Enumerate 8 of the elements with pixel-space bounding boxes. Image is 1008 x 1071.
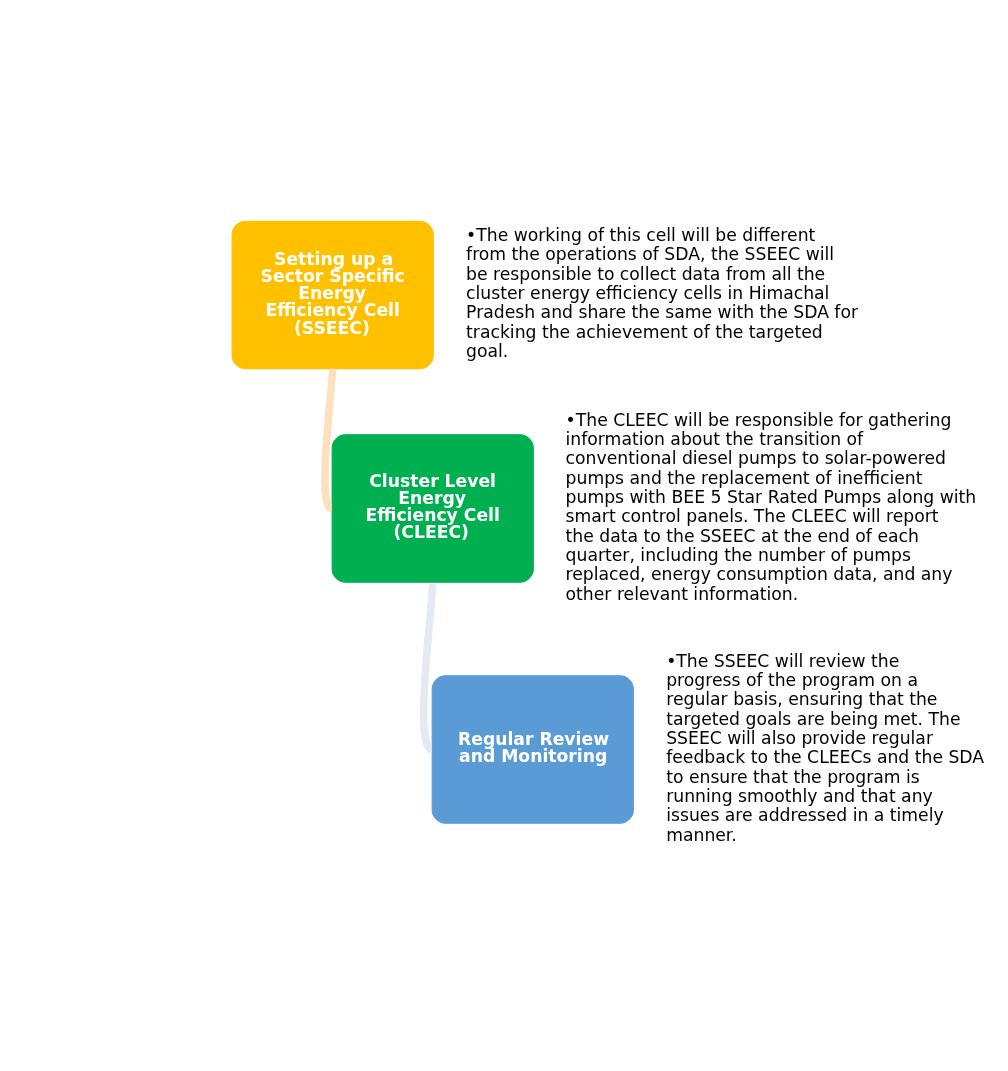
node-box: Regular Review and Monitoring: [431, 674, 634, 824]
node-label: •The SSEEC will review the progress of the program on a regular basis, ensuring that the targeted goals are being met. The SSEEC will also provide regular feedback to the CLEECs and the SDA to ensure that the program is running smoothly and that any issues are addressed in a timely manner.: [666, 650, 985, 845]
node-label: •The working of this cell will be different from the operations of SDA, the SSEEC will be responsible to collect data from all the cluster energy efficiency cells in Himachal Pradesh and share the same with the SDA for tracking the achievement of the targeted goal.: [466, 224, 859, 361]
connector: [420, 583, 437, 753]
node-box: Setting up a Sector Specific Energy Efficiency Cell (SSEEC): [231, 220, 434, 369]
node-box: Cluster Level Energy Efficiency Cell (CLEEC): [331, 433, 534, 583]
node-label: •The CLEEC will be responsible for gathering information about the transition of conventional diesel pumps to solar-powered pumps and the replacement of inefficient pumps with BEE 5 Star Rated Pumps along with smart control panels. The CLEEC will report the data to the SSEEC at the end of each quarter, including the number of pumps replaced, energy consumption data, and any other relevant information.: [565, 409, 977, 604]
connector: [321, 368, 337, 512]
